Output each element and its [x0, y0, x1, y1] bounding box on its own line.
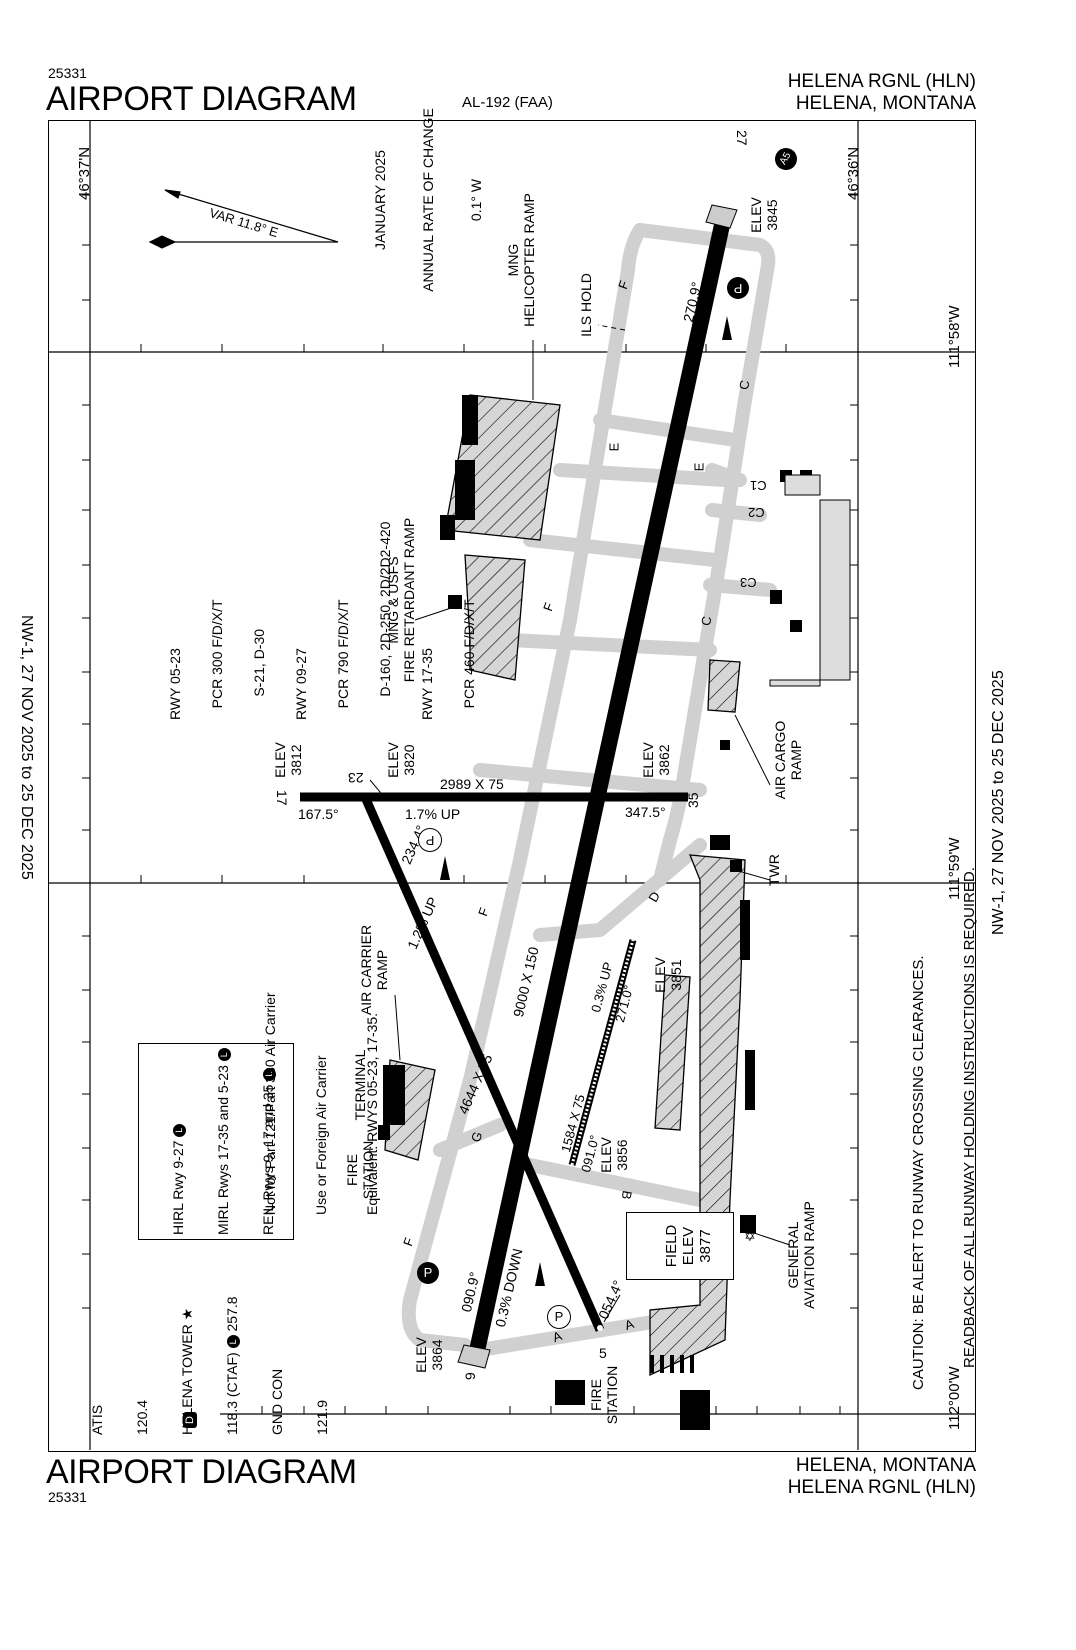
frequency-block: ATIS 120.4 HELENA TOWER ★ 118.3 (CTAF) L…	[60, 1296, 345, 1435]
rwy-35-hdg: 347.5°	[625, 804, 666, 820]
chart-title-top: AIRPORT DIAGRAM	[46, 80, 357, 118]
rwy-17-35-slope: 1.7% UP	[405, 806, 461, 822]
lat-label-right: 46°36'N	[845, 146, 862, 200]
rwy-35-end: 35	[685, 792, 701, 808]
taxiways	[401, 223, 777, 1357]
gnd-label: GND CON	[269, 1368, 285, 1435]
var-rate-value: 0.1° W	[468, 178, 484, 222]
beacon-icon: ✡	[744, 1228, 756, 1244]
taxiway-e-label: E	[606, 442, 622, 452]
var-rate-label: ANNUAL RATE OF CHANGE	[420, 108, 436, 292]
taxiway-c1-label: C1	[750, 478, 767, 493]
taxiway-c2-label: C2	[748, 505, 765, 520]
chart-id-bottom: 25331	[48, 1489, 87, 1505]
ils-hold-label: ILS HOLD	[578, 273, 594, 337]
atis-freq: 120.4	[134, 1399, 150, 1435]
rwy-17-hdg: 167.5°	[298, 806, 339, 822]
caution-line-1: CAUTION: BE ALERT TO RUNWAY CROSSING CLE…	[910, 955, 927, 1390]
ga-ramp-label: GENERAL AVIATION RAMP	[785, 1201, 817, 1309]
fire-retardant-ramp-label: MNG & USFS FIRE RETARDANT RAMP	[385, 517, 417, 683]
grid-ticks	[82, 194, 858, 1414]
chart-id-top: 25331	[48, 65, 87, 81]
taxiway-c3-label: C3	[740, 575, 757, 590]
rwy-17-end: 17	[274, 790, 290, 806]
air-carrier-ramp-label: AIR CARRIER RAMP	[358, 924, 390, 1016]
hangars-east	[769, 474, 851, 687]
fire-station-label: FIRE STATION	[344, 1140, 376, 1200]
caution-line-2: READBACK OF ALL RUNWAY HOLDING INSTRUCTI…	[961, 867, 978, 1368]
buildings	[378, 395, 812, 1430]
parking-icon: P	[417, 1262, 439, 1284]
rwy-09-end: 9	[462, 1372, 478, 1380]
airport-name-top: HELENA RGNL (HLN)	[787, 71, 976, 92]
windsock-icon	[722, 316, 732, 340]
var-date: JANUARY 2025	[372, 150, 388, 250]
diagram-frame	[48, 120, 976, 1452]
lon-label-1: 111°58'W	[946, 305, 963, 368]
rwy-23-end: 23	[348, 770, 364, 786]
mng-helicopter-ramp-label: MNG HELICOPTER RAMP	[505, 193, 537, 327]
city-state-bottom: HELENA, MONTANA	[795, 1455, 976, 1476]
lighted-windsock-icon	[440, 856, 450, 880]
ctaf-badge-icon: L	[226, 1335, 240, 1349]
parking-icon: P	[418, 828, 442, 852]
pcr-info: RWY 05-23 PCR 300 F/D/X/T S-21, D-30 RWY…	[167, 521, 477, 720]
tower-freq: 118.3 (CTAF)	[224, 1352, 240, 1435]
rwy-05-end: 5	[599, 1345, 607, 1361]
terminal-label: TERMINAL	[352, 1049, 368, 1121]
runways-graphic	[300, 204, 738, 1369]
fire-station-label: FIRE STATION	[588, 1365, 620, 1425]
magnetic-variation-arrows	[148, 189, 339, 249]
windsock-icon	[535, 1262, 545, 1286]
procedure-id: AL-192 (FAA)	[462, 94, 553, 111]
caution-text: CAUTION: BE ALERT TO RUNWAY CROSSING CLE…	[876, 867, 995, 1390]
rwy-17-35-dims: 2989 X 75	[440, 776, 504, 792]
leader-lines	[369, 324, 791, 1323]
city-state-top: HELENA, MONTANA	[795, 93, 976, 114]
validity-left: NW-1, 27 NOV 2025 to 25 DEC 2025	[18, 615, 35, 880]
tower-label: TWR	[766, 854, 782, 886]
air-cargo-ramp-label: AIR CARGO RAMP	[772, 720, 804, 800]
d-badge-icon: D	[183, 1412, 197, 1428]
parking-icon: P	[547, 1305, 571, 1329]
mag-var-info: JANUARY 2025 ANNUAL RATE OF CHANGE 0.1° …	[340, 100, 500, 300]
chart-title-bottom: AIRPORT DIAGRAM	[46, 1453, 357, 1491]
rwy-27-end: 27	[734, 130, 750, 146]
atis-label: ATIS	[89, 1404, 105, 1435]
parking-icon: P	[727, 277, 749, 299]
lighting-badge-icon: L	[172, 1123, 186, 1137]
airport-name-bottom: HELENA RGNL (HLN)	[787, 1477, 976, 1498]
taxiway-e-label: E	[691, 462, 707, 472]
lat-label-left: 46°37'N	[76, 146, 93, 200]
tower-uhf: 257.8	[224, 1296, 240, 1332]
gnd-freq: 121.9	[314, 1399, 330, 1435]
